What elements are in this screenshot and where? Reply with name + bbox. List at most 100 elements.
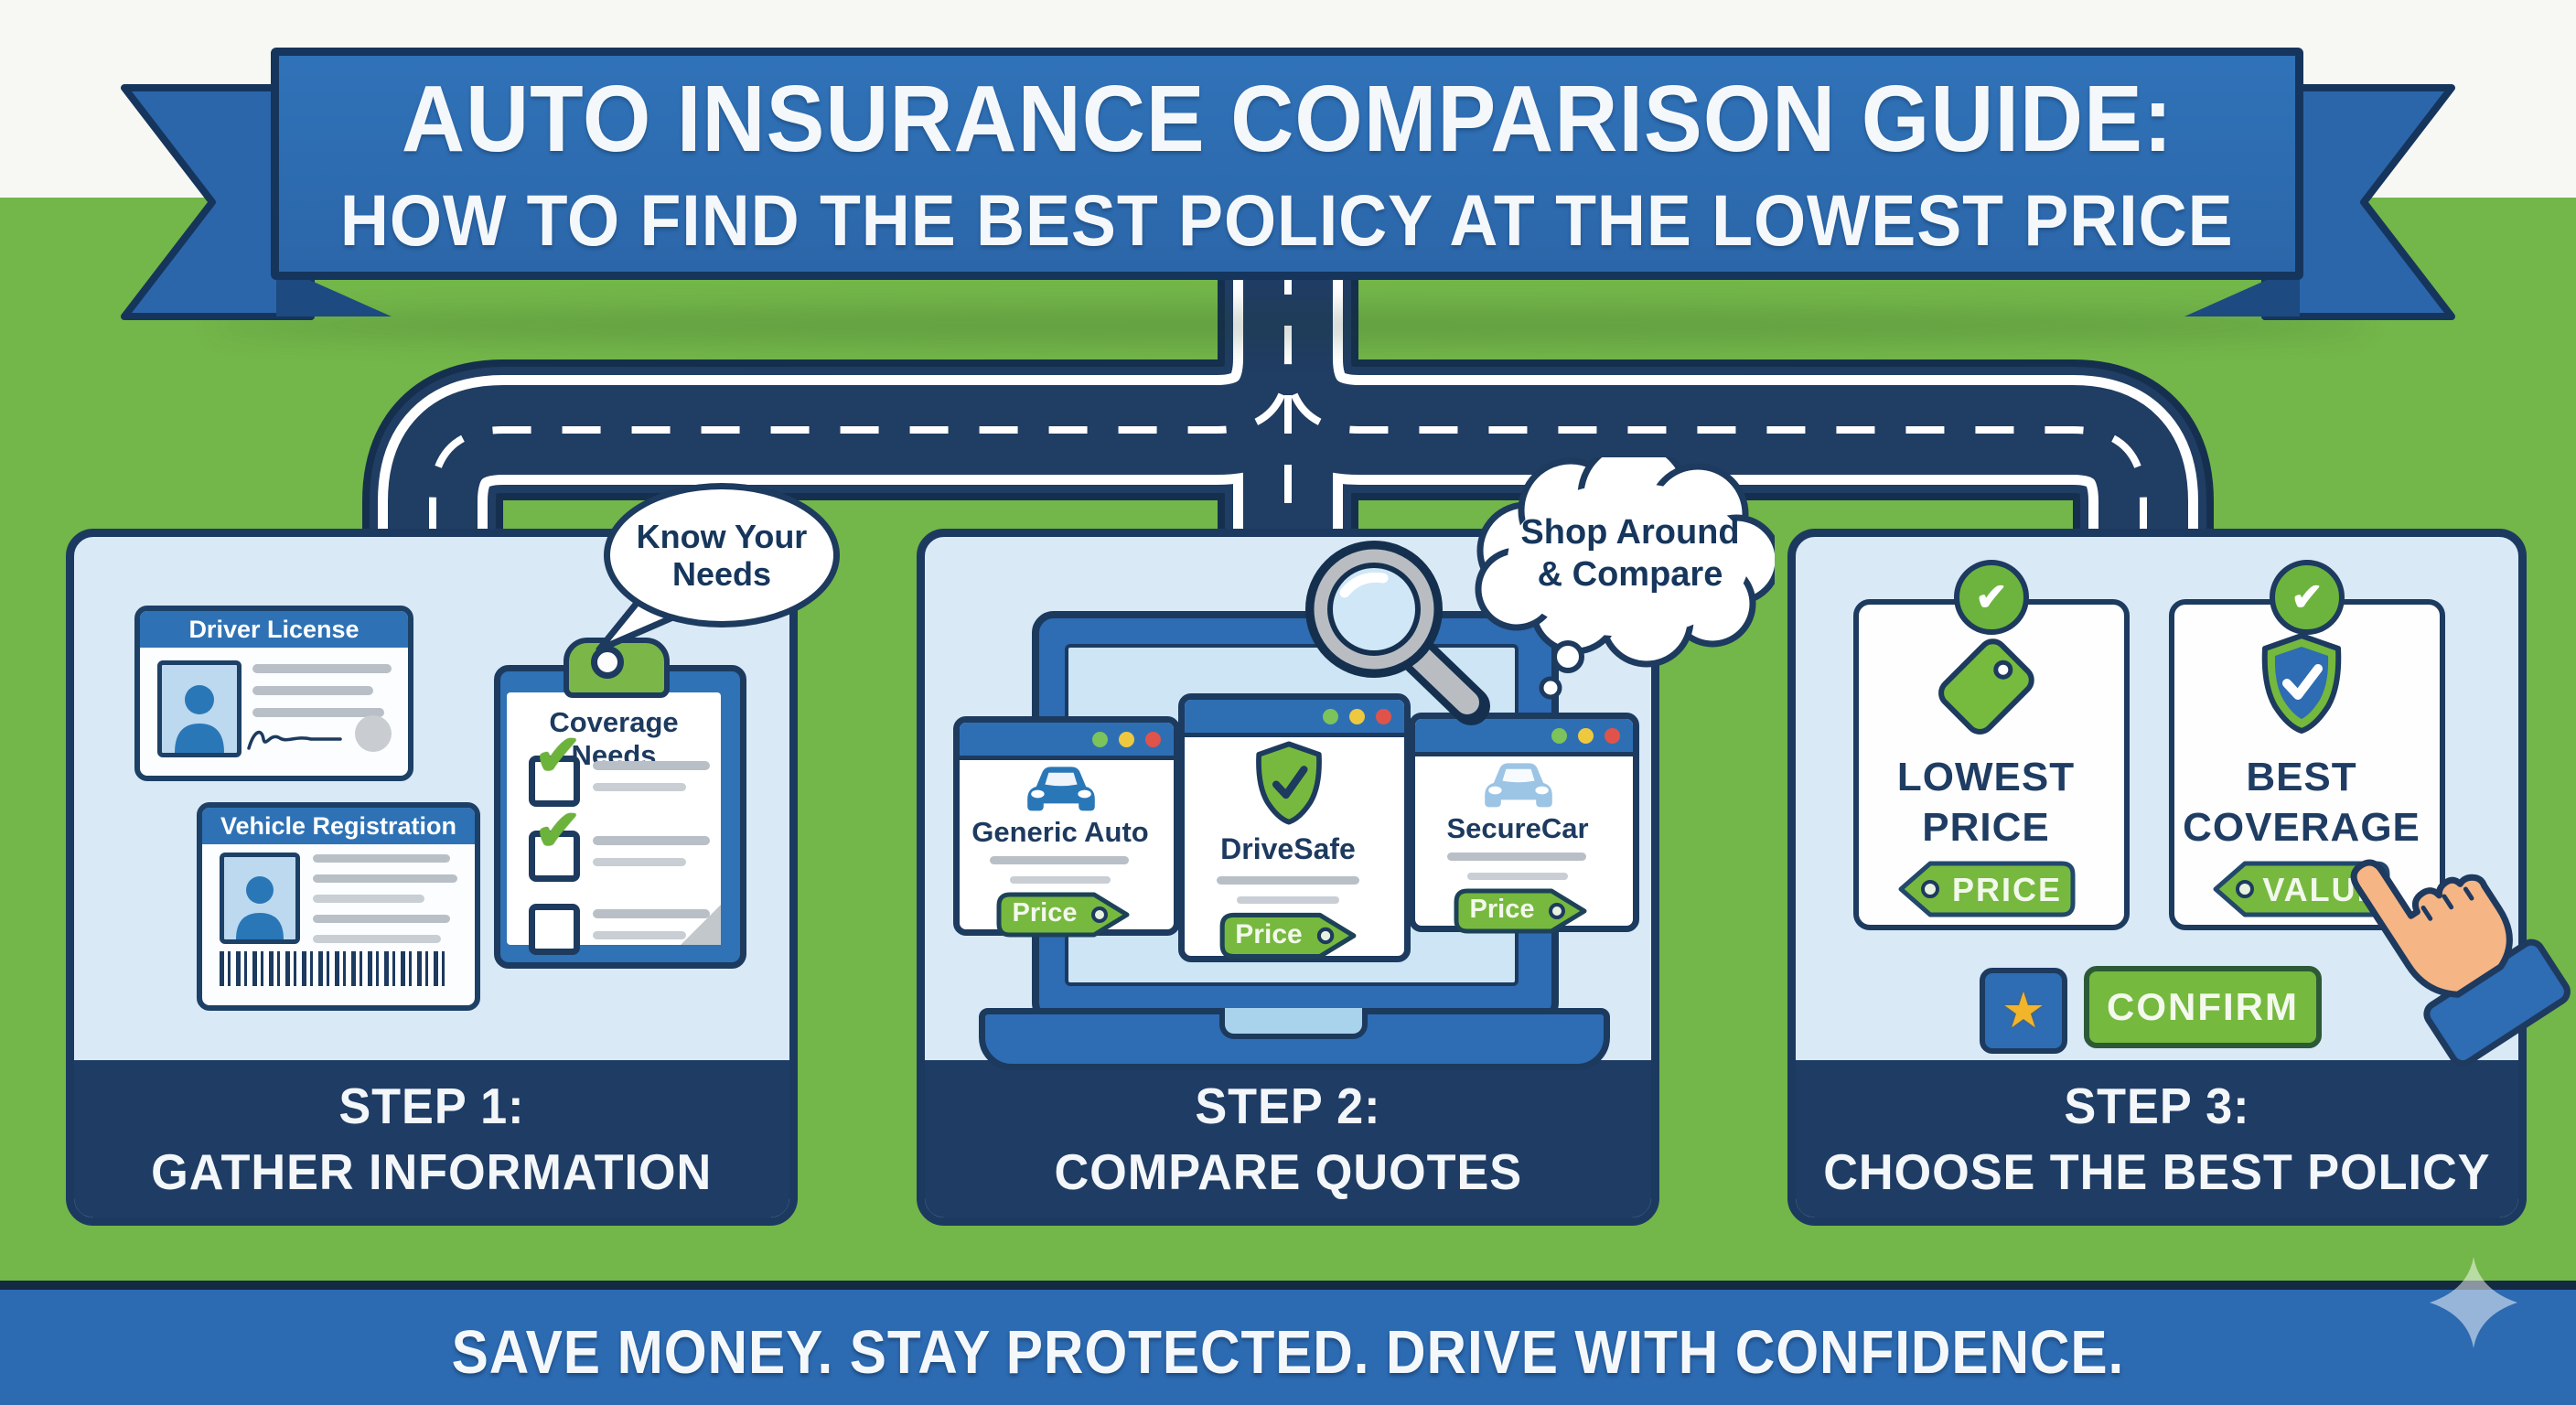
- option-label-line1: BEST: [2246, 755, 2357, 799]
- know-your-needs-bubble: Know Your Needs: [604, 483, 840, 627]
- checklist-line: [593, 858, 686, 866]
- window-titlebar: [960, 723, 1174, 760]
- checkmark-icon: [534, 803, 582, 860]
- quote-line: [1237, 896, 1339, 904]
- license-line: [252, 664, 392, 673]
- step1-footer: STEP 1: GATHER INFORMATION: [74, 1060, 789, 1217]
- price-tag-label: Price: [1469, 895, 1535, 924]
- checkbox-empty[interactable]: [529, 904, 580, 955]
- title-banner: AUTO INSURANCE COMPARISON GUIDE: HOW TO …: [271, 48, 2303, 280]
- registration-line: [313, 854, 450, 863]
- window-dot-yellow: [1349, 708, 1365, 724]
- checkmark-icon: [2291, 578, 2323, 617]
- registration-photo: [220, 853, 300, 944]
- price-tag-icon: [1454, 888, 1587, 934]
- option-label: LOWEST PRICE: [1853, 752, 2119, 853]
- option-label-line2: PRICE: [1922, 805, 2050, 850]
- option-label-line2: COVERAGE: [2183, 805, 2420, 850]
- vehicle-registration-title: Vehicle Registration: [220, 811, 457, 840]
- barcode: [220, 951, 448, 986]
- quote-name: SecureCar: [1446, 812, 1589, 844]
- driver-license-title: Driver License: [188, 615, 360, 643]
- checklist-line: [593, 783, 686, 791]
- bubble-text-line2: Needs: [671, 555, 772, 593]
- bubble-text-line1: Know Your: [636, 517, 808, 555]
- step2-footer-line2: COMPARE QUOTES: [1054, 1143, 1522, 1200]
- license-line: [252, 686, 373, 695]
- window-dot-red: [1605, 727, 1620, 744]
- window-dot-yellow: [1578, 727, 1594, 744]
- laptop-notch: [1219, 1008, 1368, 1039]
- bottom-tagline-bar: SAVE MONEY. STAY PROTECTED. DRIVE WITH C…: [0, 1281, 2576, 1405]
- step2-footer-line1: STEP 2:: [1195, 1078, 1381, 1134]
- person-icon: [236, 876, 284, 939]
- step3-footer-line2: CHOOSE THE BEST POLICY: [1823, 1143, 2491, 1200]
- price-tag-label: Price: [1235, 919, 1303, 949]
- banner-shadow: [210, 307, 2369, 344]
- confirm-button[interactable]: CONFIRM: [2084, 966, 2322, 1048]
- thought-cloud: [1475, 457, 1775, 700]
- tag-label: PRICE: [1951, 871, 2063, 908]
- car-icon: [1485, 763, 1552, 808]
- registration-line: [313, 895, 424, 903]
- checkmark-icon: [534, 728, 582, 785]
- person-icon: [175, 685, 224, 753]
- shield-check-icon: [1256, 741, 1322, 825]
- price-tag: Price: [1217, 911, 1359, 960]
- shield-check-icon: [2261, 633, 2342, 734]
- favorite-star-button[interactable]: [1980, 968, 2067, 1054]
- window-dot-red: [1376, 708, 1391, 724]
- window-titlebar: [1185, 700, 1404, 737]
- registration-line: [313, 935, 441, 943]
- price-tag-icon: [996, 892, 1130, 938]
- hand-cursor-icon: [2350, 859, 2571, 1067]
- step2-footer: STEP 2: COMPARE QUOTES: [925, 1060, 1651, 1217]
- window-dot-green: [1551, 727, 1567, 744]
- step3-footer: STEP 3: CHOOSE THE BEST POLICY: [1796, 1060, 2518, 1217]
- license-photo: [157, 660, 242, 757]
- price-tag: Price: [1451, 887, 1590, 935]
- price-tag-icon: [1219, 912, 1357, 960]
- window-dot-green: [1323, 708, 1338, 724]
- confirm-button-label: CONFIRM: [2107, 985, 2299, 1028]
- quote-line: [1217, 876, 1359, 885]
- registration-line: [313, 874, 457, 883]
- thought-text-line1: Shop Around: [1520, 513, 1740, 552]
- checklist-line: [593, 931, 686, 939]
- signature-squiggle: [247, 730, 342, 750]
- window-titlebar: [1415, 719, 1633, 756]
- checklist-line: [593, 761, 710, 770]
- magnifier-icon: [1305, 541, 1490, 725]
- price-tag: Price: [993, 891, 1132, 938]
- price-value-tag[interactable]: PRICE: [1895, 860, 2078, 918]
- check-badge-icon: [1954, 560, 2029, 635]
- tag-icon: [1938, 638, 2034, 735]
- quote-name: DriveSafe: [1220, 832, 1356, 865]
- checklist-line: [593, 909, 710, 918]
- price-tag-label: Price: [1012, 898, 1078, 928]
- tag-left-icon: [1898, 861, 2076, 917]
- option-label: BEST COVERAGE: [2169, 752, 2434, 853]
- quote-line: [1447, 853, 1586, 861]
- quote-line: [1467, 873, 1568, 880]
- license-line: [252, 708, 384, 717]
- window-dot-red: [1145, 731, 1161, 747]
- step1-footer-line1: STEP 1:: [338, 1078, 525, 1134]
- registration-line: [313, 915, 450, 923]
- ribbon-tails: [121, 84, 2455, 320]
- check-badge-icon: [2270, 560, 2345, 635]
- thought-text-line2: & Compare: [1537, 554, 1723, 594]
- quote-line: [1010, 876, 1111, 884]
- banner-title-line1: AUTO INSURANCE COMPARISON GUIDE:: [401, 66, 2174, 171]
- quote-line: [990, 856, 1129, 864]
- sparkle-icon: [2430, 1257, 2517, 1348]
- quote-name: Generic Auto: [971, 816, 1149, 848]
- star-icon: [2002, 986, 2045, 1035]
- license-seal: [355, 715, 392, 752]
- driver-license-header: Driver License: [140, 611, 408, 648]
- quote-window-generic-auto: [953, 716, 1180, 936]
- banner-title-line2: HOW TO FIND THE BEST POLICY AT THE LOWES…: [340, 179, 2234, 261]
- option-label-line1: LOWEST: [1896, 755, 2076, 799]
